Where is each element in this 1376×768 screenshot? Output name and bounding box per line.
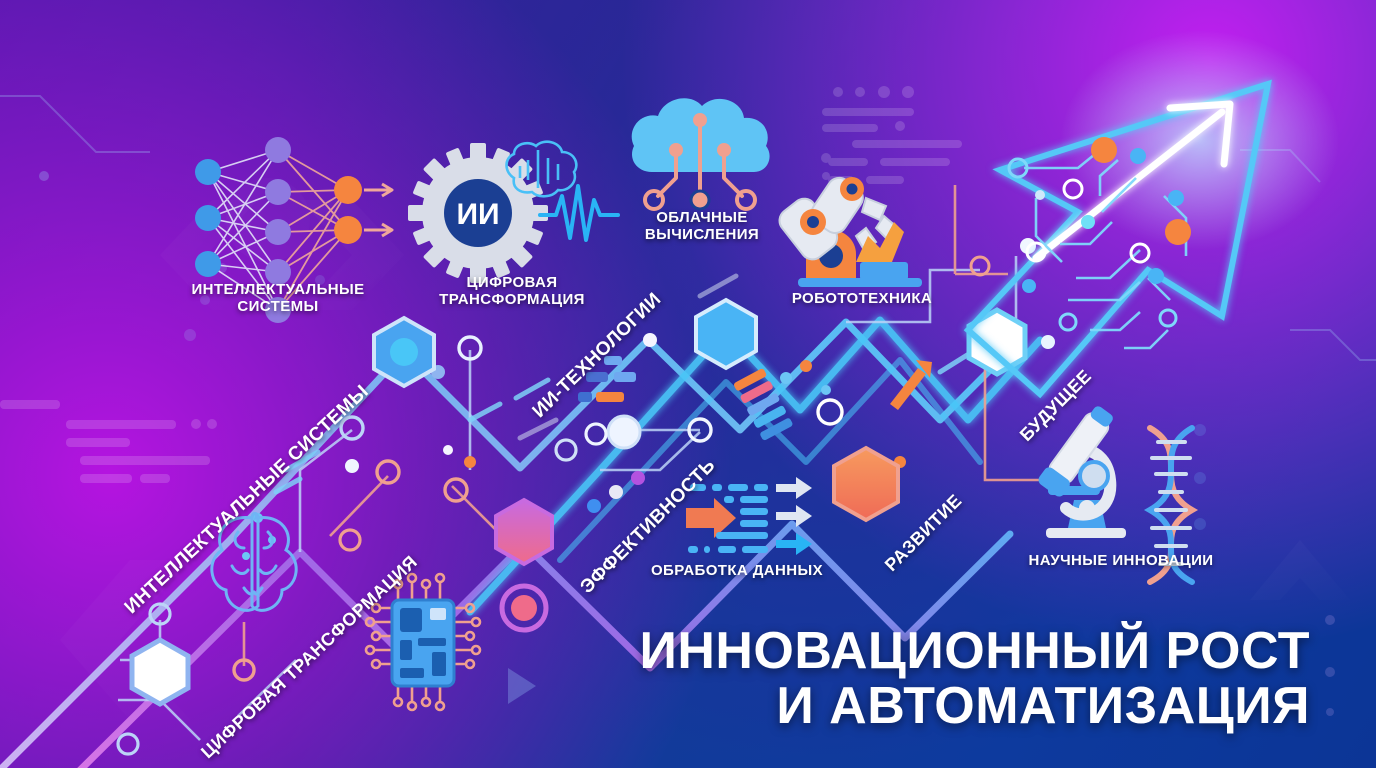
- accent-dashes: [242, 273, 975, 560]
- path-digital-transformation: [77, 520, 1014, 768]
- caption-line2: ВЫЧИСЛЕНИЯ: [644, 225, 760, 243]
- decor-chevrons: [60, 200, 1350, 720]
- title-line-2: И АВТОМАТИЗАЦИЯ: [776, 676, 1310, 735]
- hex-node-cyan-top: [694, 297, 758, 371]
- output-arrows: [776, 477, 812, 555]
- title-line-1: ИННОВАЦИОННЫЙ РОСТ: [639, 621, 1310, 680]
- cloud-circuit-nodes: [643, 113, 757, 211]
- circle-node-pink-bottom: [499, 583, 549, 633]
- ring-nodes: [116, 238, 1036, 756]
- brain-outline-small-icon: [505, 140, 578, 198]
- caption-line2: ТРАНСФОРМАЦИЯ: [439, 290, 585, 308]
- caption-line1: ЦИФРОВАЯ: [466, 274, 558, 291]
- caption-line2: СИСТЕМЫ: [237, 297, 319, 315]
- caption-digital-transformation: ЦИФРОВАЯ ТРАНСФОРМАЦИЯ: [372, 274, 652, 309]
- arrow-accent-orange: [890, 360, 932, 410]
- arrow-circuit-nodes: [1007, 137, 1191, 349]
- data-chip-stack-left: [578, 356, 636, 402]
- caption-line1: НАУЧНЫЕ ИННОВАЦИИ: [1028, 552, 1214, 569]
- decor-data-bars: [0, 86, 962, 483]
- page-title: ИННОВАЦИОННЫЙ РОСТ И АВТОМАТИЗАЦИЯ: [639, 621, 1310, 735]
- caption-robotics: РОБОТОТЕХНИКА: [762, 290, 962, 308]
- circuit-traces-warm: [242, 185, 1060, 666]
- microscope-icon: [1038, 406, 1126, 538]
- caption-scientific-innovation: НАУЧНЫЕ ИННОВАЦИИ: [1001, 552, 1241, 570]
- caption-intelligent-systems: ИНТЕЛЛЕКТУАЛЬНЫЕ СИСТЕМЫ: [0, 281, 556, 316]
- hex-node-white-bottom-left: [129, 637, 191, 707]
- decor-dots: [184, 263, 1335, 716]
- caption-line1: ИНТЕЛЛЕКТУАЛЬНЫЕ: [191, 281, 365, 298]
- decor-play-triangle: [508, 668, 536, 704]
- caption-cloud-computing: ОБЛАЧНЫЕ ВЫЧИСЛЕНИЯ: [602, 209, 802, 244]
- arrow-circuit-traces: [1024, 148, 1188, 350]
- circle-node-cyan-peak: [390, 338, 418, 366]
- dna-helix-icon: [1143, 425, 1199, 585]
- caption-line1: РОБОТОТЕХНИКА: [791, 290, 933, 307]
- caption-data-processing: ОБРАБОТКА ДАННЫХ: [627, 562, 847, 580]
- caption-line1: ОБРАБОТКА ДАННЫХ: [650, 562, 823, 579]
- ai-gear-label: ИИ: [456, 198, 499, 231]
- hex-node-orange-right: [832, 445, 900, 523]
- pulse-wave-icon: [538, 184, 620, 242]
- data-chip-stack-right: [734, 368, 793, 441]
- hex-node-pink-mid: [494, 497, 554, 567]
- caption-line1: ОБЛАЧНЫЕ: [656, 209, 748, 226]
